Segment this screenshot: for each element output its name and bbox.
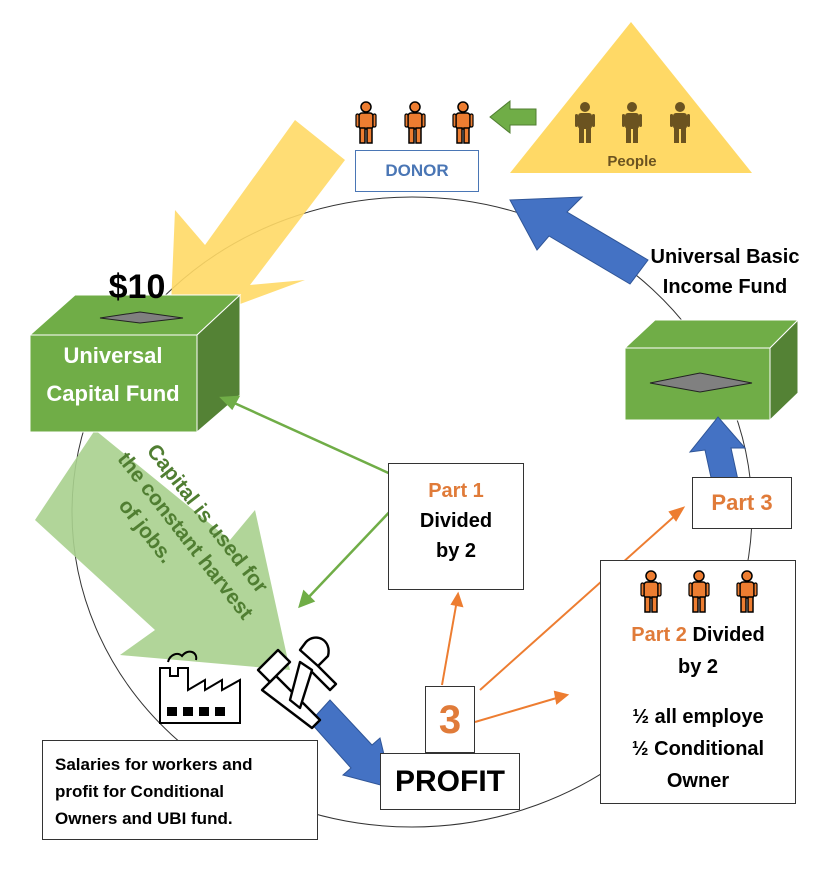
part3-title: Part 3: [711, 490, 773, 515]
hammer-icon: [256, 636, 338, 730]
ubi-box-top: [623, 319, 800, 349]
ucf-title-line2: Capital Fund: [46, 381, 179, 406]
salaries-box: Salaries for workers and profit for Cond…: [42, 740, 318, 840]
ubi-label-line2: Income Fund: [662, 276, 788, 298]
person-icon: [736, 570, 758, 613]
donor-label: DONOR: [385, 161, 449, 180]
number3-box: 3: [425, 686, 475, 753]
profit-arrows: [441, 506, 686, 723]
person-icon: [404, 101, 426, 144]
people-triangle: [510, 22, 752, 173]
ubi-label-line1: Universal Basic: [650, 246, 800, 268]
part1-line2: by 2: [435, 540, 477, 562]
green-small-arrow: [489, 99, 537, 135]
part1-box: Part 1 Divided by 2: [388, 463, 524, 590]
part2-title: Part 2: [631, 624, 687, 646]
part2-line5: Owner: [666, 770, 730, 792]
factory-icon: [159, 650, 241, 724]
part2-line3: ½ all employe: [632, 706, 764, 728]
part2-line4: ½ Conditional: [631, 738, 765, 760]
coin-slot: [99, 311, 184, 324]
part1-line1: Divided: [419, 510, 493, 532]
person-icon: [452, 101, 474, 144]
person-icon: [688, 570, 710, 613]
part2-line2: by 2: [677, 656, 719, 678]
profit-box: PROFIT: [380, 753, 520, 810]
people-label: People: [607, 153, 656, 170]
salaries-line3: Owners and UBI fund.: [55, 809, 233, 828]
capital-arrow: [35, 430, 290, 670]
person-icon: [355, 101, 377, 144]
ubi-coin-slot: [649, 372, 753, 393]
part1-title: Part 1: [428, 480, 484, 502]
ucf-box-front: [29, 334, 198, 433]
part3-box: Part 3: [692, 477, 792, 529]
part2-title-rest: Divided: [686, 624, 765, 646]
person-icon: [640, 570, 662, 613]
ubi-label: Universal Basic Income Fund: [645, 242, 805, 302]
ucf-title-line1: Universal: [63, 343, 162, 368]
part2-box: Part 2 Divided by 2 ½ all employe ½ Cond…: [600, 560, 796, 804]
part2-line1: Part 2 Divided: [601, 619, 795, 651]
blue-arrow-to-donor: [509, 196, 649, 285]
yellow-arrow: [170, 120, 345, 330]
profit-label: PROFIT: [395, 765, 505, 798]
ucf-amount: $10: [109, 268, 166, 306]
donor-box: DONOR: [355, 150, 479, 192]
number3-value: 3: [438, 698, 462, 742]
salaries-line2: profit for Conditional: [55, 782, 225, 801]
salaries-line1: Salaries for workers and: [55, 755, 253, 774]
blue-arrow-up: [688, 416, 747, 483]
part2-people: [640, 570, 758, 613]
